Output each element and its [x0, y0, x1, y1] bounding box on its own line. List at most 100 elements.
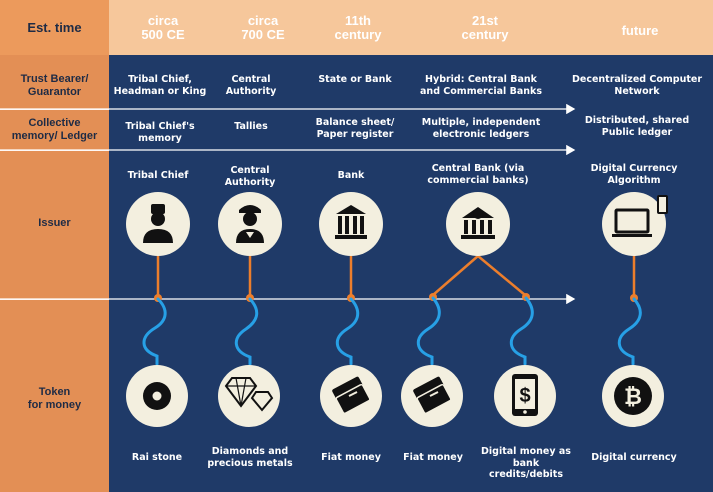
cell-line: Rai stone: [131, 452, 183, 463]
token-label: Fiat money: [392, 452, 474, 464]
cell-line: Network: [614, 85, 660, 97]
ledger-cell: Distributed, shared Public ledger: [572, 115, 702, 138]
diamonds-icon: [218, 365, 280, 427]
row-label-trust: Trust Bearer/ Guarantor: [0, 73, 109, 99]
cell-line: State or Bank: [318, 74, 392, 85]
row-label-trust-line2: Guarantor: [27, 86, 82, 98]
svg-text:$: $: [519, 385, 530, 407]
cell-line: bank credits/debits: [489, 457, 563, 481]
cell-line: Central Bank (via: [431, 163, 525, 174]
cell-line: Public ledger: [601, 126, 673, 138]
trust-cell: Hybrid: Central Bank and Commercial Bank…: [412, 74, 550, 97]
ledger-cell: Tribal Chief's memory: [112, 121, 208, 144]
row-label-ledger-line2: memory/ Ledger: [11, 130, 98, 142]
issuer-label: Central Authority: [210, 165, 290, 188]
header-label-cell: Est. time: [0, 0, 109, 55]
header-label: Est. time: [27, 20, 82, 35]
issuer-connectors: [156, 255, 636, 297]
issuer-label: Digital Currency Algorithm: [574, 163, 694, 186]
cell-line: Digital currency: [591, 452, 677, 463]
cell-line: Multiple, independent: [421, 117, 541, 128]
era-5: future: [600, 24, 680, 38]
cell-line: Paper register: [316, 128, 394, 140]
era-4-line1: 21st: [471, 13, 499, 28]
ledger-cell: Multiple, independent electronic ledgers: [412, 117, 550, 140]
cell-line: precious metals: [207, 457, 293, 469]
trust-cell: Tribal Chief, Headman or King: [112, 74, 208, 97]
row-label-token-line1: Token: [38, 386, 71, 398]
cell-line: memory: [138, 132, 182, 144]
main-panel: [109, 55, 713, 492]
cell-line: Distributed, shared: [584, 115, 690, 126]
era-5-line1: future: [621, 23, 659, 38]
era-1: circa 500 CE: [128, 14, 198, 42]
era-1-line1: circa: [147, 13, 179, 28]
row-label-trust-line1: Trust Bearer/: [20, 73, 89, 85]
rai-stone-icon: [126, 365, 188, 427]
cell-line: Tribal Chief's: [125, 121, 195, 132]
cell-line: Fiat money: [321, 452, 381, 463]
era-3-line2: century: [334, 27, 382, 42]
era-2: circa 700 CE: [228, 14, 298, 42]
row-label-token: Token for money: [0, 386, 109, 412]
officer-icon: [218, 192, 282, 256]
cell-line: electronic ledgers: [432, 128, 530, 140]
phone-dollar-icon: $: [494, 365, 556, 427]
issuer-label: Central Bank (via commercial banks): [418, 163, 538, 186]
cell-line: Central: [231, 74, 271, 85]
era-1-line2: 500 CE: [141, 27, 185, 42]
row-label-ledger-line1: Collective: [28, 117, 81, 129]
connector-dots: [154, 293, 638, 302]
cell-line: Bank: [337, 170, 365, 181]
cell-line: Authority: [224, 176, 276, 188]
era-4-line2: century: [461, 27, 509, 42]
token-label: Fiat money: [308, 452, 394, 464]
cell-line: Digital Currency: [590, 163, 678, 174]
token-label: Digital currency: [586, 452, 682, 464]
computer-icon: [602, 192, 668, 256]
era-3: 11th century: [318, 14, 398, 42]
ledger-cell: Tallies: [210, 121, 292, 133]
cell-line: Central: [230, 165, 270, 176]
header-eras: [109, 0, 713, 55]
trust-cell: Central Authority: [210, 74, 292, 97]
cell-line: Authority: [225, 85, 277, 97]
token-label: Digital money as bank credits/debits: [476, 446, 576, 481]
issuer-label: Tribal Chief: [118, 170, 198, 182]
svg-text:₿: ₿: [624, 384, 642, 409]
row-label-token-line2: for money: [27, 399, 82, 411]
cell-line: Hybrid: Central Bank: [425, 74, 537, 85]
cell-line: Tallies: [234, 121, 268, 132]
central-bank-icon: [446, 192, 510, 256]
cell-line: Decentralized Computer: [571, 74, 703, 85]
cell-line: Tribal Chief,: [128, 74, 192, 85]
cell-line: Headman or King: [113, 85, 207, 97]
trust-cell: Decentralized Computer Network: [566, 74, 708, 97]
ledger-cell: Balance sheet/ Paper register: [306, 117, 404, 140]
token-wires: [142, 296, 642, 366]
token-label: Rai stone: [117, 452, 197, 464]
cell-line: Digital money as: [481, 446, 571, 457]
era-3-line1: 11th: [344, 13, 371, 28]
bank-icon: [319, 192, 383, 256]
cell-line: Balance sheet/: [315, 117, 395, 128]
issuer-label: Bank: [311, 170, 391, 182]
row-label-ledger: Collective memory/ Ledger: [0, 117, 109, 143]
token-label: Diamonds and precious metals: [200, 446, 300, 469]
cell-line: Fiat money: [403, 452, 463, 463]
row-label-issuer: Issuer: [38, 217, 71, 229]
row-label-column: [0, 55, 109, 492]
era-4: 21st century: [440, 14, 530, 42]
trust-cell: State or Bank: [312, 74, 398, 86]
bitcoin-icon: ₿: [602, 365, 664, 427]
banknotes-icon: [320, 365, 382, 427]
cell-line: Diamonds and: [211, 446, 289, 457]
cell-line: and Commercial Banks: [420, 85, 542, 97]
cell-line: commercial banks): [427, 174, 529, 186]
chief-icon: [126, 192, 190, 256]
cell-line: Tribal Chief: [127, 170, 189, 181]
cell-line: Algorithm: [607, 174, 661, 186]
era-2-line1: circa: [247, 13, 279, 28]
